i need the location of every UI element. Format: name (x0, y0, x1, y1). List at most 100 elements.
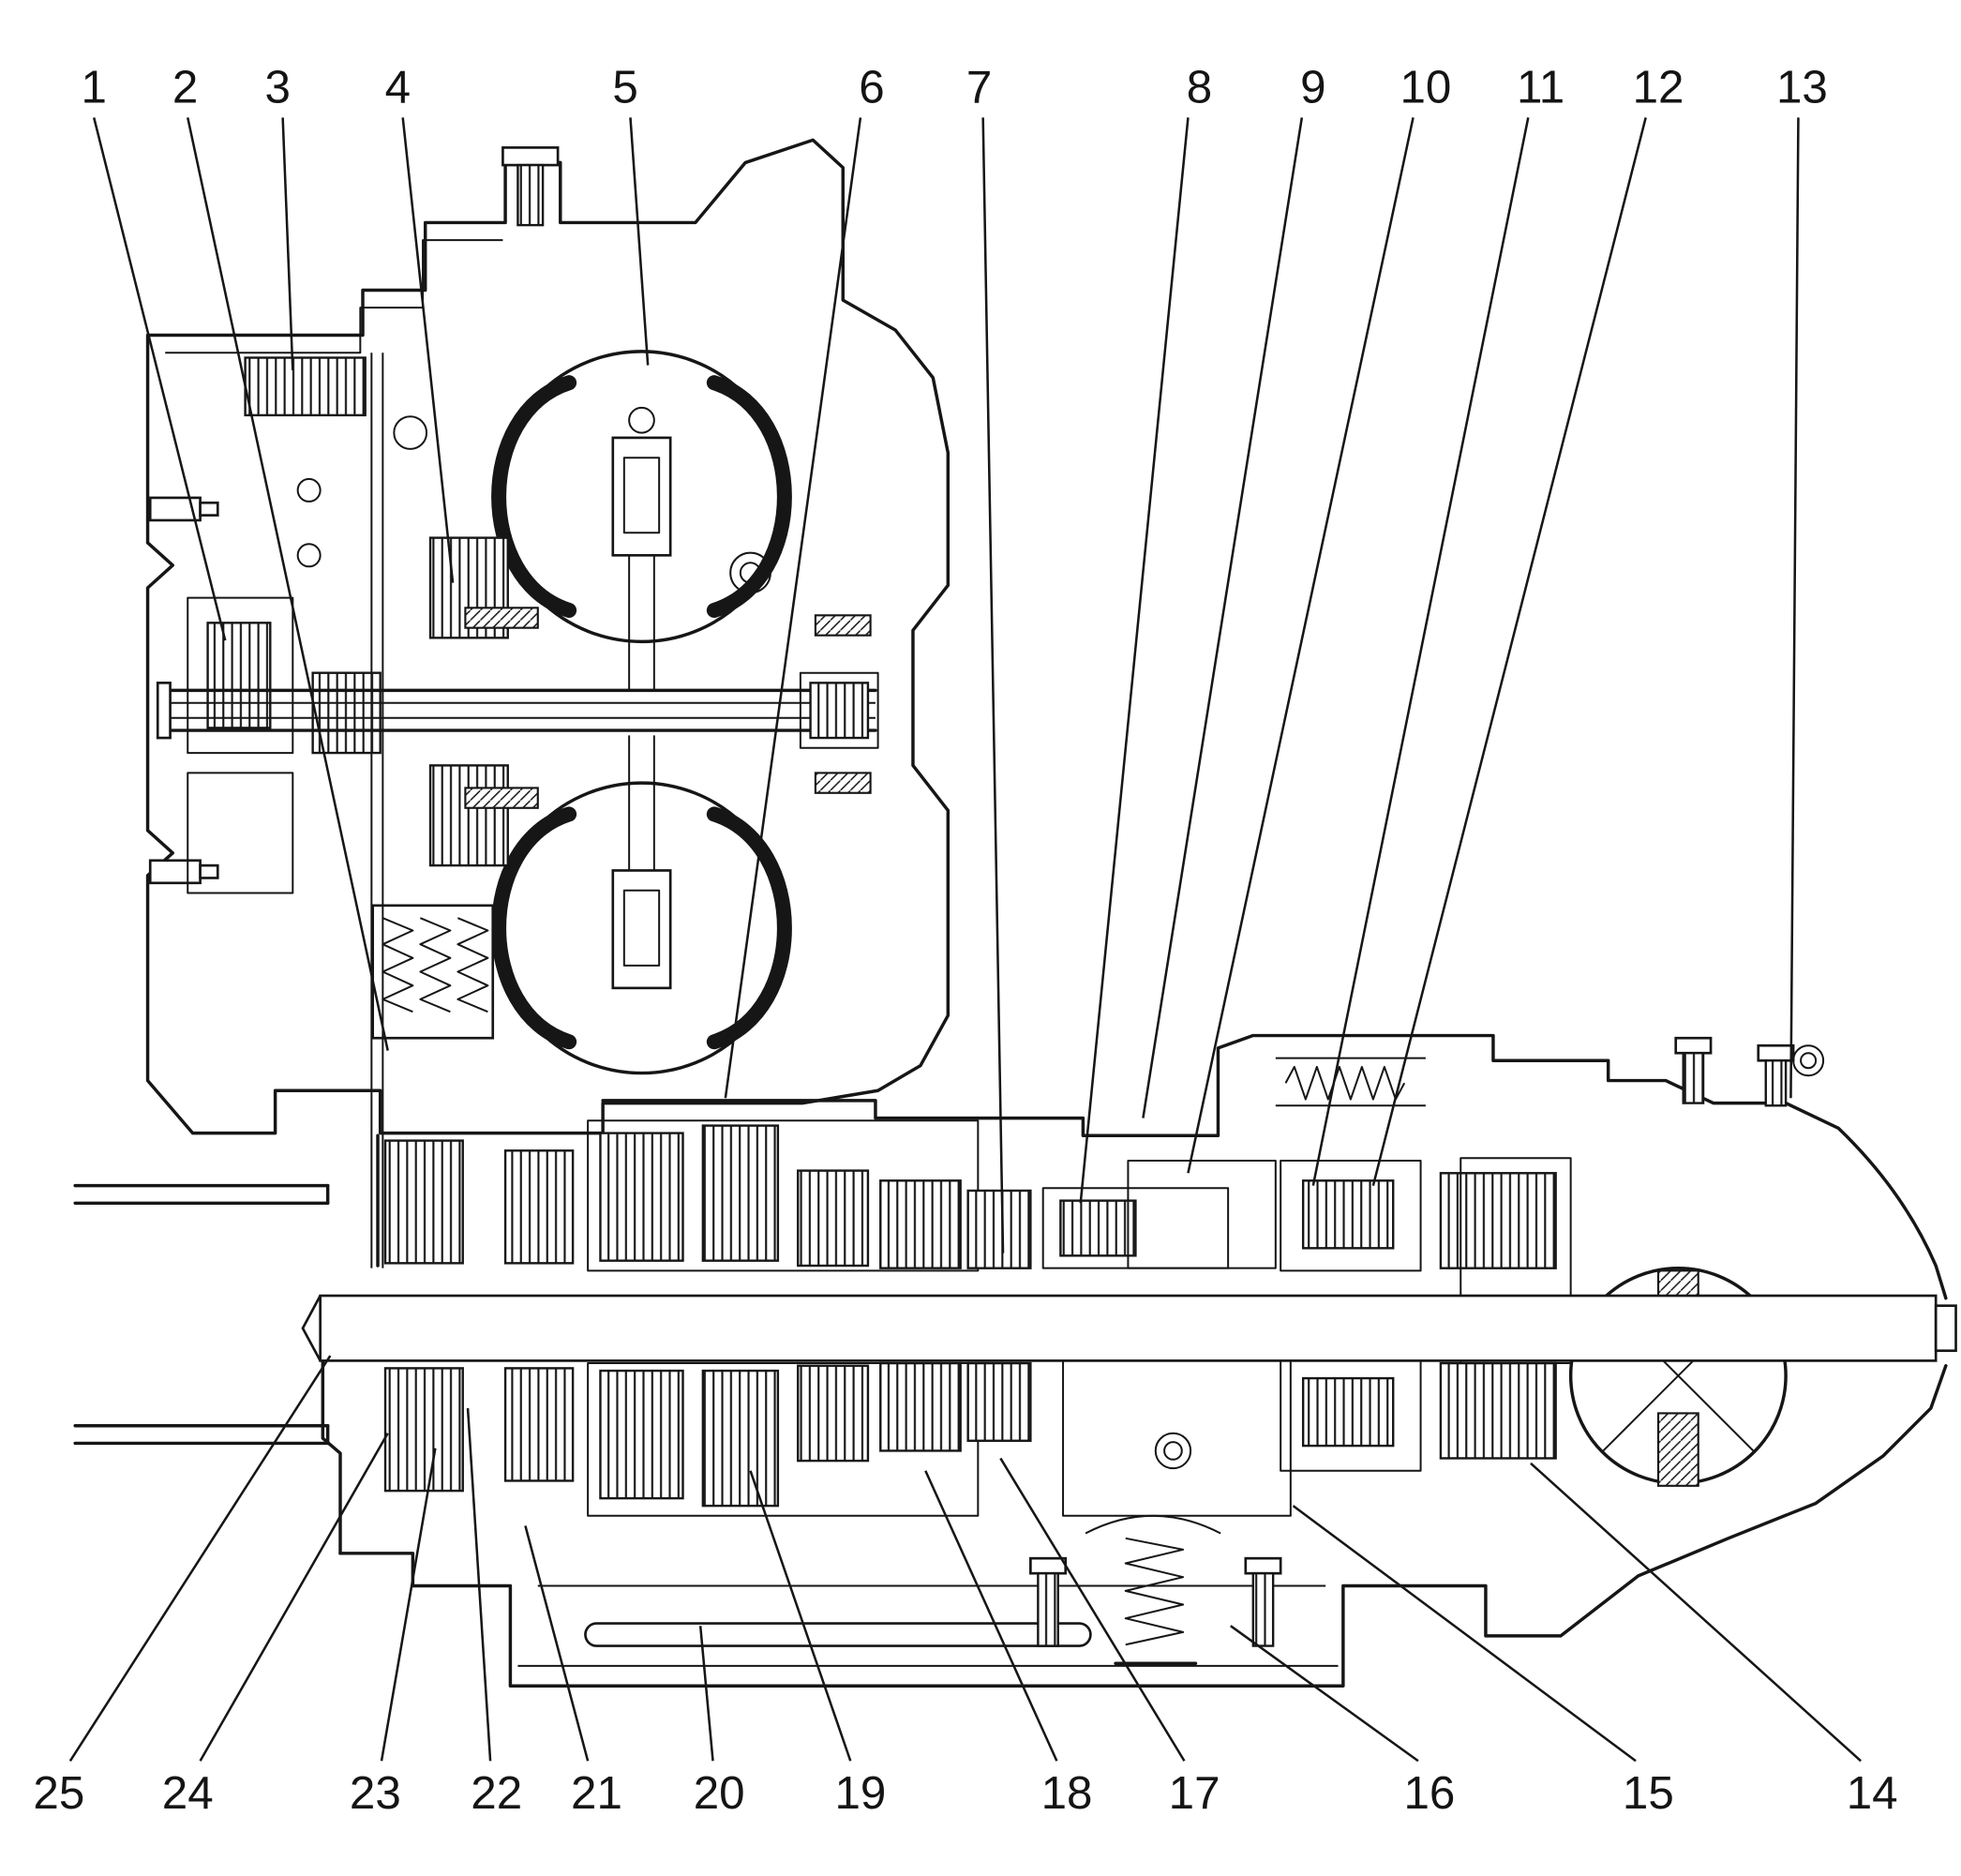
servo-piston (1154, 1432, 1192, 1470)
coil-spring (382, 917, 414, 1013)
callout-leader-22 (466, 1408, 492, 1762)
clutch-housing (1280, 1159, 1422, 1272)
callout-number-12: 12 (1633, 61, 1684, 113)
clutch-pack (599, 1132, 684, 1262)
valve-body-fins (244, 356, 367, 417)
callout-leader-3 (281, 117, 294, 370)
callout-leader-24 (199, 1433, 389, 1762)
callout-leader-13 (1789, 117, 1800, 1099)
callout-11: 11 (1311, 61, 1564, 1186)
planetary-gearset (966, 1189, 1032, 1269)
callout-leader-6 (724, 117, 862, 1099)
tail-bolt-shank (1682, 1052, 1705, 1104)
callout-17: 17 (999, 1457, 1220, 1819)
callout-number-7: 7 (966, 61, 992, 113)
callout-8: 8 (1079, 61, 1212, 1204)
bolt-hole (393, 415, 428, 450)
callout-14: 14 (1530, 1462, 1898, 1819)
torque-converter-lower (491, 735, 792, 1075)
clutch-pack (701, 1369, 780, 1508)
callout-leader-19 (749, 1470, 852, 1762)
side-bolt-tip (199, 863, 219, 879)
torque-converter-upper (491, 350, 792, 691)
callout-number-5: 5 (612, 61, 637, 113)
tail-bolt-head (1674, 1036, 1713, 1055)
callout-number-1: 1 (81, 61, 106, 113)
spring-box (371, 904, 495, 1040)
callout-leader-23 (380, 1448, 437, 1762)
callout-number-19: 19 (834, 1767, 886, 1819)
callout-6: 6 (724, 61, 885, 1099)
tail-bolt-shank (1764, 1059, 1788, 1107)
front-clutch-assembly (428, 536, 539, 867)
callout-leader-4 (401, 117, 455, 583)
accumulator-spring (1124, 1537, 1185, 1646)
callout-leader-15 (1292, 1505, 1637, 1763)
callout-7: 7 (966, 61, 1005, 1253)
converter-hub (611, 436, 672, 557)
top-bolt-shank (516, 163, 545, 227)
callout-12: 12 (1371, 61, 1684, 1186)
planetary-gearset (879, 1361, 962, 1452)
callout-number-15: 15 (1623, 1767, 1674, 1819)
pan-bolt-head (1029, 1556, 1068, 1575)
callout-9: 9 (1142, 61, 1326, 1118)
callout-number-4: 4 (385, 61, 411, 113)
clutch-pack (503, 1367, 575, 1482)
callout-number-10: 10 (1400, 61, 1451, 113)
callout-15: 15 (1292, 1505, 1674, 1819)
input-shaft (156, 614, 879, 794)
callout-number-18: 18 (1041, 1767, 1093, 1819)
clutch-housing (1127, 1159, 1277, 1269)
callout-16: 16 (1230, 1625, 1455, 1819)
callout-number-22: 22 (471, 1767, 522, 1819)
callout-5: 5 (612, 61, 650, 366)
planetary-gearset (797, 1169, 870, 1268)
planetary-gearset (879, 1179, 962, 1269)
callout-number-25: 25 (33, 1767, 84, 1819)
callout-leader-9 (1142, 117, 1304, 1118)
sprag-assembly (1439, 1172, 1557, 1269)
callout-19: 19 (749, 1470, 886, 1819)
callout-23: 23 (350, 1448, 437, 1819)
bearing-hub (1656, 1412, 1699, 1487)
callout-number-20: 20 (694, 1767, 745, 1819)
clutch-pack (428, 764, 509, 867)
shaft-coupler (799, 671, 879, 749)
side-bolt (148, 859, 202, 885)
clutch-pack (383, 1367, 464, 1493)
callout-number-13: 13 (1776, 61, 1828, 113)
callout-leader-8 (1079, 117, 1190, 1204)
callout-leader-5 (629, 117, 650, 366)
gear-train-lower (383, 1359, 1557, 1517)
drive-sprocket (311, 671, 382, 755)
sprag-assembly (1439, 1361, 1557, 1460)
callout-leader-12 (1371, 117, 1647, 1186)
idler-bearing (729, 551, 771, 594)
case-bolt (814, 772, 872, 794)
coil-spring (457, 917, 489, 1013)
callout-leader-7 (981, 117, 1005, 1253)
callout-leader-16 (1230, 1625, 1419, 1763)
callout-number-23: 23 (350, 1767, 401, 1819)
pan-bolt-shank (1251, 1571, 1275, 1647)
clutch-pack (503, 1149, 575, 1265)
top-bolt-head (501, 146, 560, 167)
clutch-pack (701, 1124, 780, 1262)
pump-gears (206, 622, 272, 729)
callout-number-3: 3 (265, 61, 291, 113)
callout-24: 24 (162, 1433, 389, 1819)
pan-bolt-shank (1037, 1571, 1059, 1647)
servo-housing (1062, 1359, 1292, 1517)
clutch-pack (383, 1139, 464, 1265)
callout-leader-20 (698, 1626, 714, 1762)
gear-train-upper (383, 1119, 1572, 1365)
converter-hub (611, 869, 672, 990)
tail-bolt-head (1757, 1043, 1795, 1062)
side-bolt-tip (199, 501, 219, 517)
planetary-gearset (797, 1364, 870, 1463)
callout-number-17: 17 (1169, 1767, 1220, 1819)
callout-25: 25 (33, 1355, 332, 1819)
shaft-nose (301, 1295, 322, 1362)
